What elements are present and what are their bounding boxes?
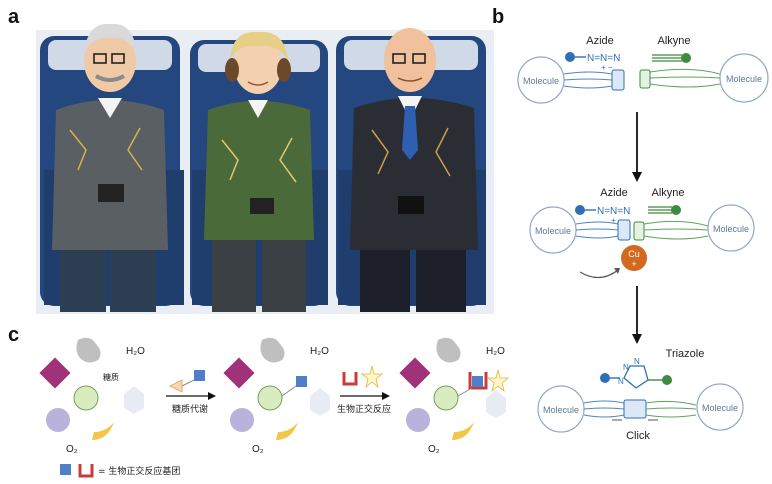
panel-b-label: b xyxy=(492,6,505,28)
star-fluorophore-icon xyxy=(486,369,510,393)
scene-1: H₂O 糖质 O₂ xyxy=(39,337,145,455)
step1-azide-label: Azide xyxy=(586,35,614,47)
diamond-icon xyxy=(223,357,255,389)
svg-text:Molecule: Molecule xyxy=(543,405,579,415)
sugar-receptor-icon xyxy=(257,385,283,411)
buckle-alkyne-icon xyxy=(639,69,651,89)
person-middle xyxy=(204,31,314,312)
panel-c-label: c xyxy=(8,324,20,346)
purple-circle-icon xyxy=(406,408,430,432)
star-fluorophore-icon xyxy=(360,365,384,389)
azide-dot-icon xyxy=(600,373,610,383)
step1-alkyne-label: Alkyne xyxy=(657,35,690,47)
water-label: H₂O xyxy=(126,346,145,357)
purple-circle-icon xyxy=(46,408,70,432)
legend-text: = 生物正交反应基团 xyxy=(98,465,180,477)
step2-azide-formula: N=N=N xyxy=(597,206,630,217)
water-shape-icon xyxy=(76,337,101,363)
alkyne-probe-icon xyxy=(342,372,358,386)
step2-azide-label: Azide xyxy=(600,187,628,199)
purple-circle-icon xyxy=(230,408,254,432)
legend-azide-icon xyxy=(60,464,71,475)
triazole-label: Triazole xyxy=(666,348,705,360)
panel-a-label: a xyxy=(8,6,20,28)
alkyne-dot-icon xyxy=(662,375,672,385)
azide-tag-icon xyxy=(472,376,483,387)
buckle-alkyne-icon xyxy=(633,221,645,241)
crescent-icon xyxy=(276,422,298,440)
sugar-label: 糖质 xyxy=(103,372,119,382)
oxygen-label: O₂ xyxy=(252,444,264,455)
clicked-probe-icon xyxy=(468,372,488,390)
svg-text:Molecule: Molecule xyxy=(523,76,559,86)
panel-a-illustration xyxy=(36,23,494,314)
clicked-buckle-icon xyxy=(623,399,647,419)
catalyst-label: Cu xyxy=(628,249,640,259)
azide-dot-icon xyxy=(565,52,575,62)
sugar-receptor-icon xyxy=(73,385,99,411)
svg-text:Molecule: Molecule xyxy=(713,224,749,234)
water-shape-icon xyxy=(436,337,461,363)
hexagon-icon xyxy=(124,386,144,414)
panel-c-diagram: H₂O 糖质 O₂ 糖质代谢 H₂O O₂ xyxy=(39,337,510,478)
metabolism-label: 糖质代谢 xyxy=(172,403,208,415)
azide-tag-icon xyxy=(296,376,307,387)
azide-dot-icon xyxy=(575,205,585,215)
hexagon-icon xyxy=(310,388,330,416)
person-right xyxy=(350,28,478,312)
water-shape-icon xyxy=(260,337,285,363)
legend-alkyne-icon xyxy=(78,464,94,478)
triazole-ring-icon xyxy=(623,365,649,389)
step3: Triazole N N N Molecule Molecule Click xyxy=(537,348,744,442)
alkyne-dot-icon xyxy=(671,205,681,215)
step2-molecule-right xyxy=(707,204,755,252)
step1: Azide Alkyne N=N=N + − Molecule Molecule xyxy=(517,35,769,104)
crescent-icon xyxy=(452,422,474,440)
bioorthogonal-label: 生物正交反应 xyxy=(337,403,391,415)
buckle-azide-icon xyxy=(611,69,625,91)
catalyst-curved-arrow xyxy=(579,269,619,279)
alkyne-dot-icon xyxy=(681,53,691,63)
step1-azide-charges: + − xyxy=(601,63,613,72)
hexagon-icon xyxy=(486,390,506,418)
step3-molecule-right xyxy=(696,383,744,431)
ring-n-3: N xyxy=(618,377,624,386)
legend: = 生物正交反应基团 xyxy=(60,464,180,478)
panel-b-diagram: Azide Alkyne N=N=N + − Molecule Molecule… xyxy=(517,35,769,442)
diamond-icon xyxy=(399,357,431,389)
person-left xyxy=(52,23,168,312)
scene-3: H₂O O₂ xyxy=(399,337,510,455)
diamond-icon xyxy=(39,357,71,389)
click-caption: Click xyxy=(626,430,650,442)
azide-tag-icon xyxy=(194,370,205,381)
water-label: H₂O xyxy=(486,346,505,357)
step1-azide-formula: N=N=N xyxy=(587,53,620,64)
scene-2: H₂O O₂ xyxy=(223,337,330,455)
step2-alkyne-label: Alkyne xyxy=(651,187,684,199)
sugar-probe-icon xyxy=(169,379,183,393)
sugar-receptor-icon xyxy=(433,385,459,411)
crescent-icon xyxy=(92,422,114,440)
ring-n-1: N xyxy=(623,363,629,372)
step2-azide-charges: + − xyxy=(611,216,623,225)
oxygen-label: O₂ xyxy=(66,444,78,455)
svg-text:Molecule: Molecule xyxy=(535,226,571,236)
oxygen-label: O₂ xyxy=(428,444,440,455)
buckle-azide-icon xyxy=(617,219,631,241)
step2: Azide Alkyne N=N=N + − Molecule Molecule… xyxy=(529,187,755,279)
svg-text:Molecule: Molecule xyxy=(702,403,738,413)
svg-text:Molecule: Molecule xyxy=(726,74,762,84)
ring-n-2: N xyxy=(634,357,640,366)
copper-catalyst-icon xyxy=(621,245,647,271)
catalyst-charge: + xyxy=(631,259,636,269)
water-label: H₂O xyxy=(310,346,329,357)
